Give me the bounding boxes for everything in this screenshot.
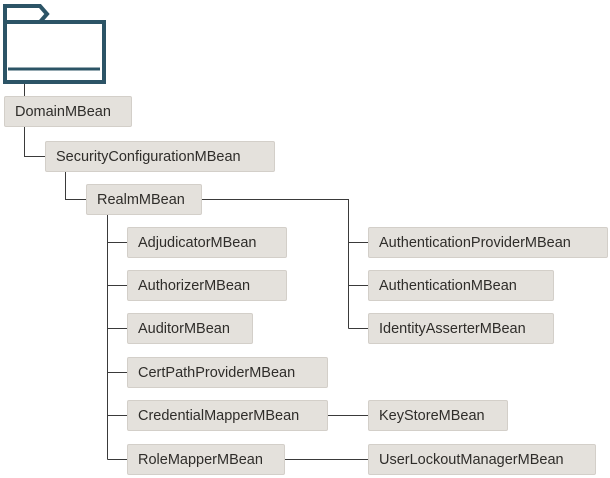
node-key-store-mbean: KeyStoreMBean <box>368 400 508 431</box>
node-authentication-provider-mbean: AuthenticationProviderMBean <box>368 227 608 258</box>
node-auditor-mbean: AuditorMBean <box>127 313 253 344</box>
node-cert-path-provider-mbean: CertPathProviderMBean <box>127 357 328 388</box>
node-role-mapper-mbean: RoleMapperMBean <box>127 444 285 475</box>
node-user-lockout-manager-mbean: UserLockoutManagerMBean <box>368 444 596 475</box>
node-authentication-mbean: AuthenticationMBean <box>368 270 554 301</box>
folder-icon <box>3 4 106 84</box>
node-authorizer-mbean: AuthorizerMBean <box>127 270 287 301</box>
node-adjudicator-mbean: AdjudicatorMBean <box>127 227 287 258</box>
node-security-configuration-mbean: SecurityConfigurationMBean <box>45 141 275 172</box>
node-realm-mbean: RealmMBean <box>86 184 202 215</box>
node-identity-asserter-mbean: IdentityAsserterMBean <box>368 313 554 344</box>
node-credential-mapper-mbean: CredentialMapperMBean <box>127 400 328 431</box>
node-domain-mbean: DomainMBean <box>4 96 132 127</box>
